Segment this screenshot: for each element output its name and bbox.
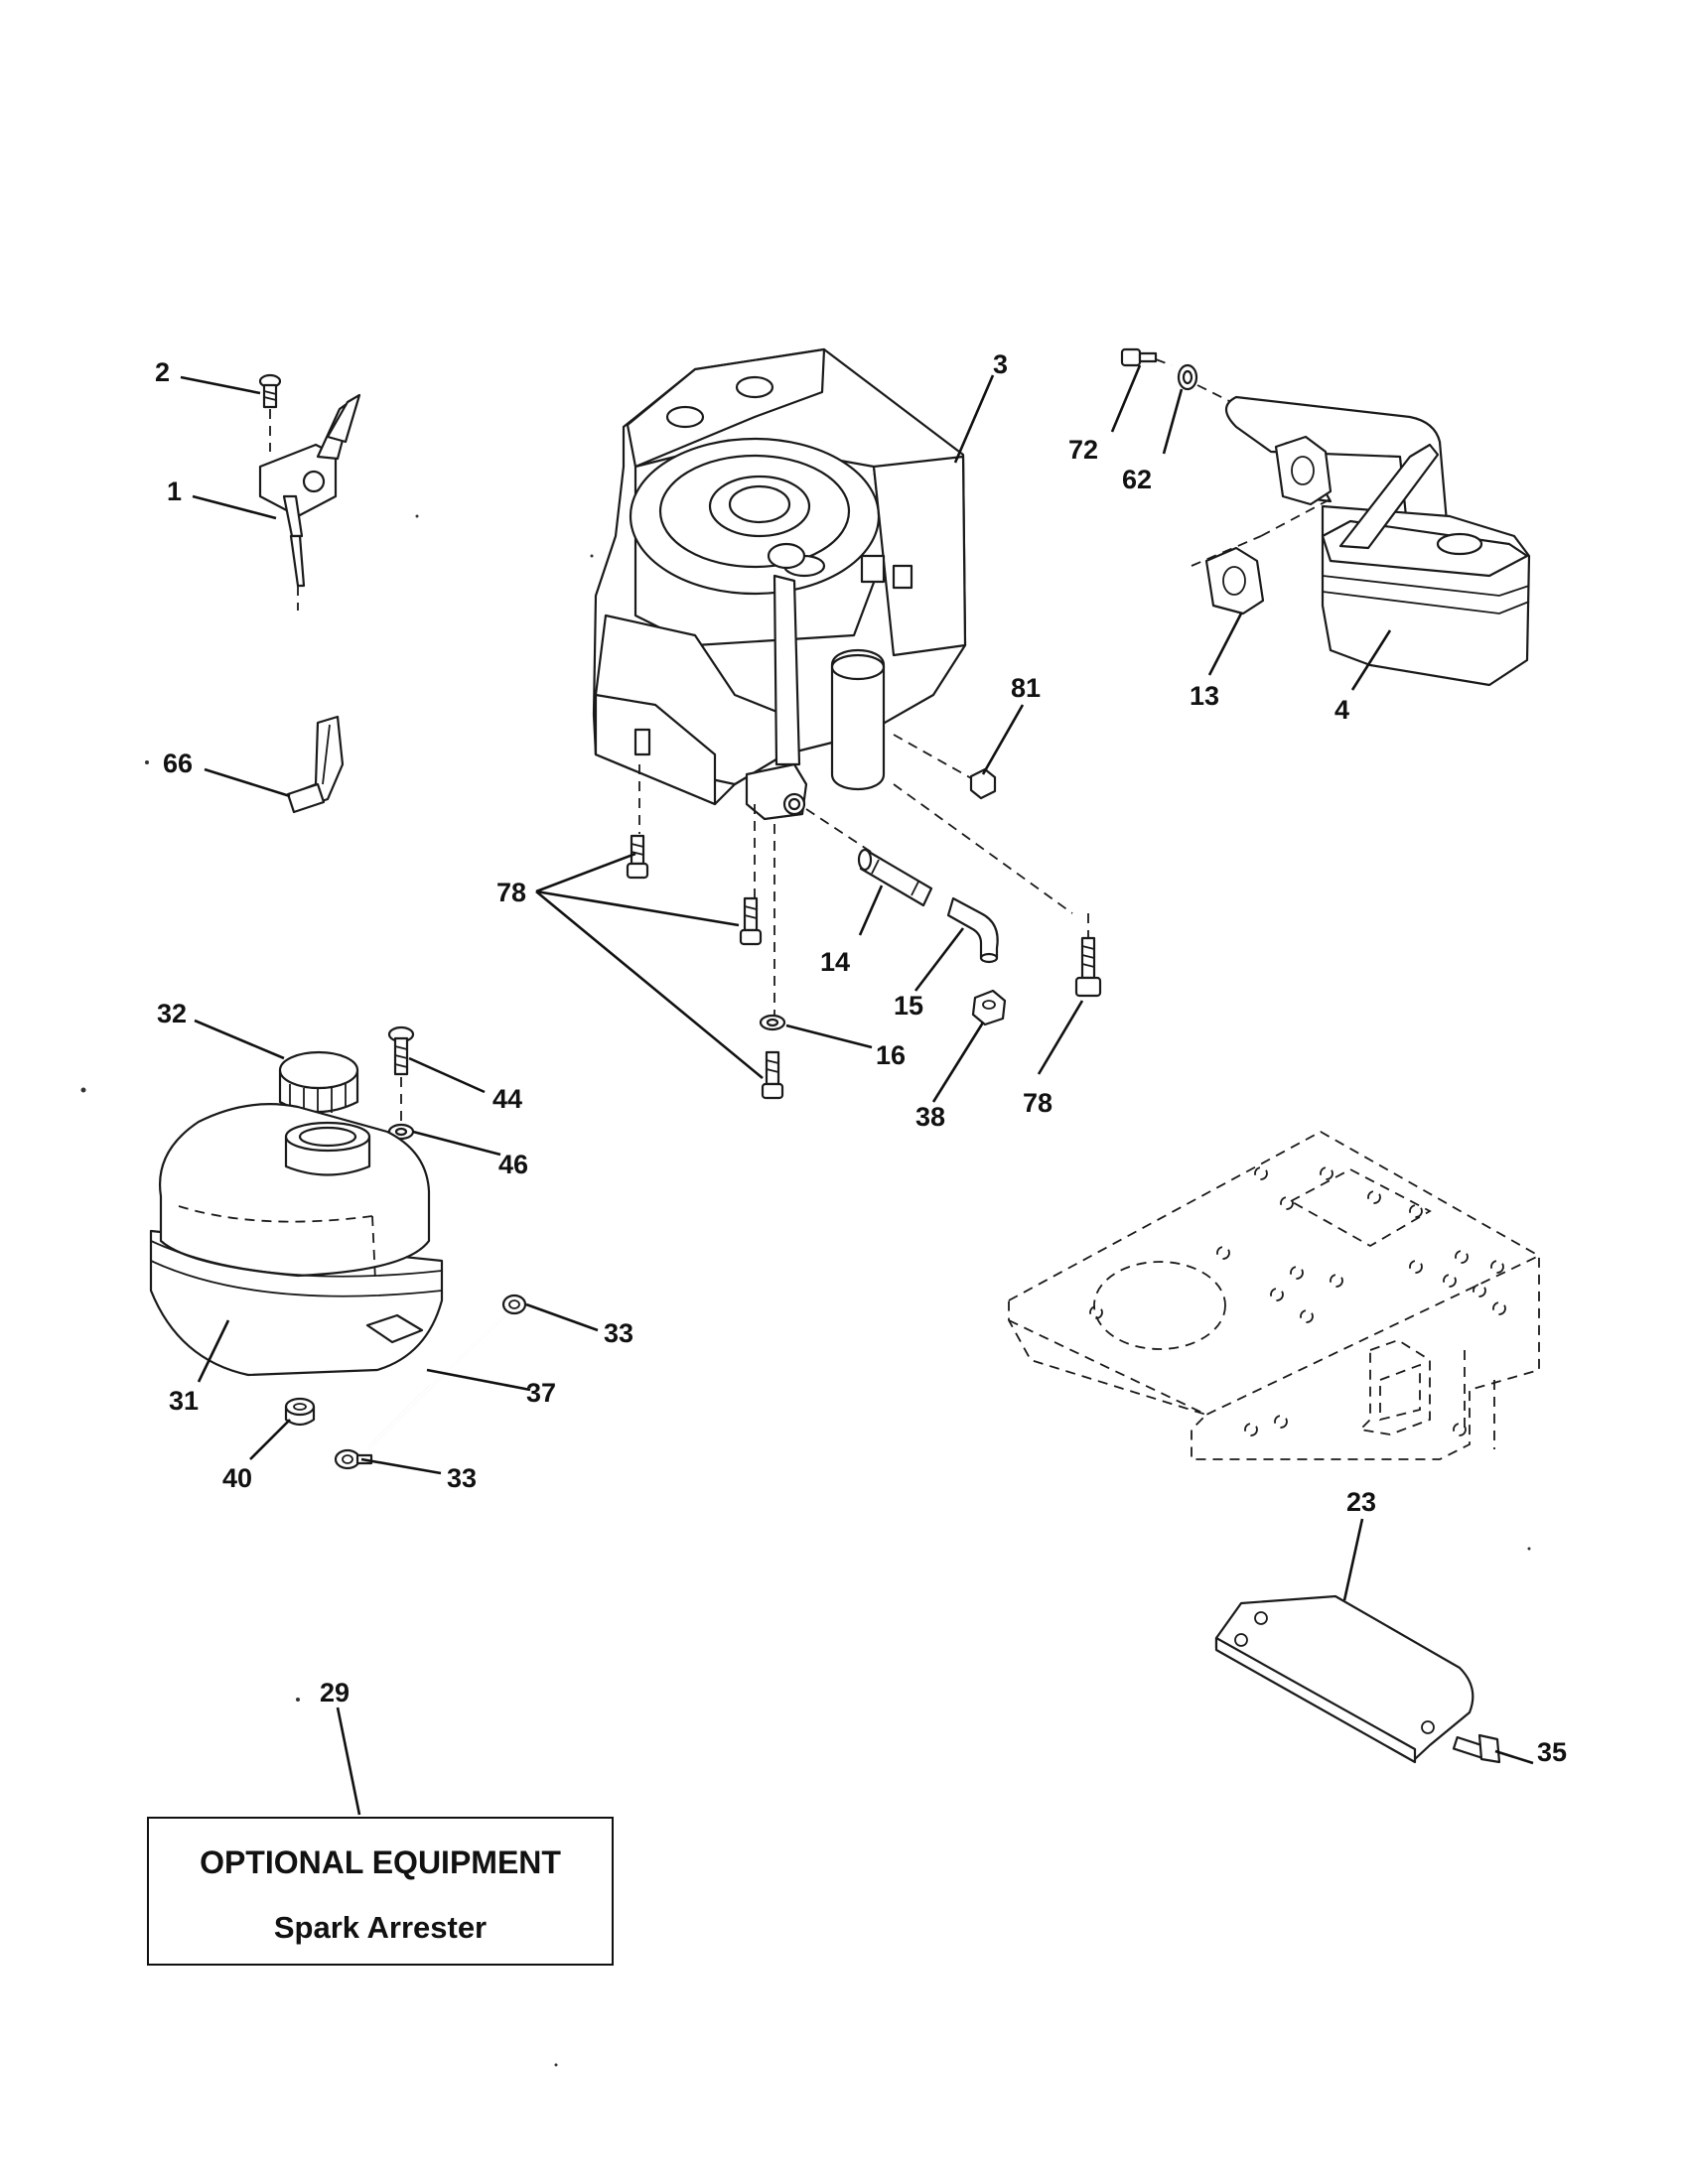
part-35-screw: [1452, 1733, 1501, 1764]
part-72-bolt: [1120, 347, 1173, 367]
part-31-fuel-tank: [149, 1103, 444, 1377]
part-2-screw: [258, 373, 282, 452]
part-78-bolts: [626, 834, 1102, 1100]
callout-4: 4: [1334, 695, 1350, 725]
part-62-washer: [1177, 363, 1242, 408]
callout-33-upper: 33: [604, 1318, 634, 1348]
callout-44: 44: [492, 1084, 523, 1114]
part-14-pipe: [857, 848, 933, 907]
callout-23: 23: [1346, 1487, 1377, 1517]
callout-32: 32: [157, 999, 188, 1028]
callout-29: 29: [320, 1678, 351, 1707]
chassis-plate: [1008, 1130, 1540, 1460]
part-66-bracket: [286, 715, 345, 814]
callout-2: 2: [155, 357, 171, 387]
callout-14: 14: [820, 947, 851, 977]
part-32-fuel-cap: [278, 1050, 359, 1115]
callout-33-lower: 33: [447, 1463, 478, 1493]
callout-3: 3: [993, 349, 1009, 379]
optional-equipment-box: OPTIONAL EQUIPMENT Spark Arrester: [147, 1817, 614, 1966]
part-37-fuel-line: [367, 1306, 513, 1449]
callout-40: 40: [222, 1463, 253, 1493]
part-40-grommet: [284, 1397, 316, 1427]
part-16-washer: [759, 1014, 786, 1031]
callout-16: 16: [876, 1040, 907, 1070]
callout-66: 66: [163, 749, 194, 778]
callout-46: 46: [498, 1150, 529, 1179]
part-13-gasket: [1191, 495, 1336, 615]
callout-81: 81: [1011, 673, 1042, 703]
callout-38: 38: [915, 1102, 946, 1132]
callout-37: 37: [526, 1378, 557, 1408]
part-33-clamp-upper: [501, 1294, 527, 1315]
callout-31: 31: [169, 1386, 200, 1416]
callout-15: 15: [894, 991, 924, 1021]
part-44-screw: [387, 1025, 415, 1076]
part-38-nut: [971, 989, 1007, 1026]
callout-62: 62: [1122, 465, 1153, 494]
optional-equipment-title: OPTIONAL EQUIPMENT: [200, 1844, 561, 1880]
callout-72: 72: [1068, 435, 1099, 465]
spark-arrester-label: Spark Arrester: [273, 1910, 488, 1945]
callout-78-right: 78: [1023, 1088, 1053, 1118]
part-4-muffler: [1224, 395, 1531, 687]
leader-lines: [180, 364, 1534, 1816]
part-15-elbow: [946, 896, 999, 964]
part-23-shield: [1214, 1594, 1474, 1764]
callout-13: 13: [1190, 681, 1220, 711]
part-gasket-upper: [1274, 435, 1333, 506]
callout-78-left: 78: [496, 878, 527, 907]
part-3-engine: [592, 347, 1073, 1023]
scan-specks: [80, 514, 1531, 2067]
callout-1: 1: [167, 477, 183, 506]
part-1-throttle-control: [258, 393, 361, 611]
callout-35: 35: [1537, 1737, 1568, 1767]
